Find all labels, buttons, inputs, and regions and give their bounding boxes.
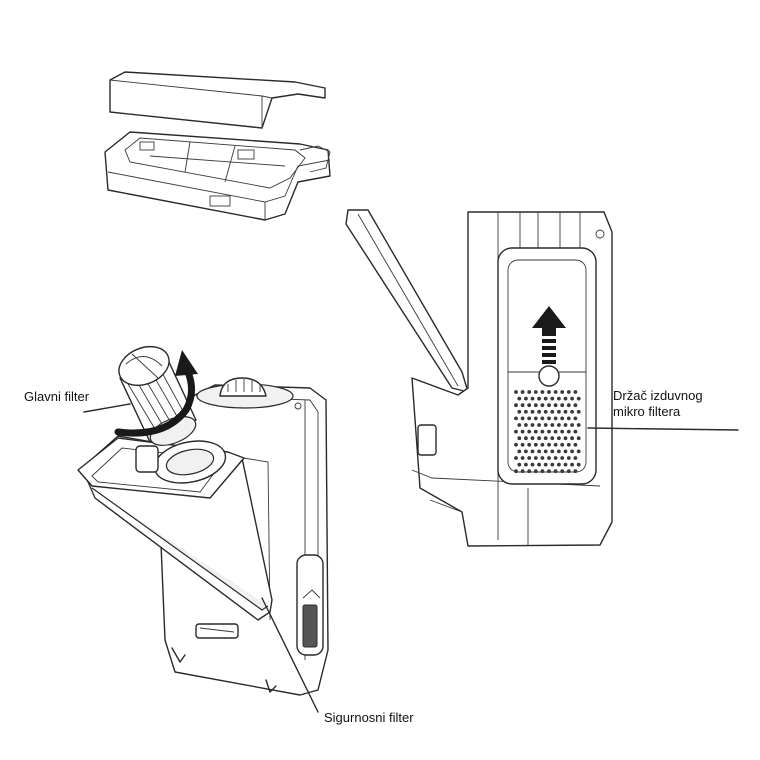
safety-filter-label: Sigurnosni filter	[324, 710, 414, 725]
vent-grid	[514, 390, 581, 474]
vacuum-body-open	[77, 345, 329, 696]
rotation-arrow-icon	[114, 350, 198, 437]
handheld-unit	[345, 209, 613, 547]
main-filter-label: Glavni filter	[24, 389, 90, 404]
exhaust-holder-label-line1: Držač izduvnog	[613, 388, 703, 403]
exhaust-holder-label-line2: mikro filtera	[613, 404, 681, 419]
filter-cover-exploded	[104, 71, 331, 221]
safety-filter-leader	[261, 597, 319, 713]
exhaust-holder-leader	[587, 427, 739, 431]
main-filter-leader	[83, 403, 131, 413]
up-arrow-icon	[532, 306, 566, 364]
exhaust-filter-holder	[497, 247, 597, 485]
main-filter	[118, 345, 197, 446]
